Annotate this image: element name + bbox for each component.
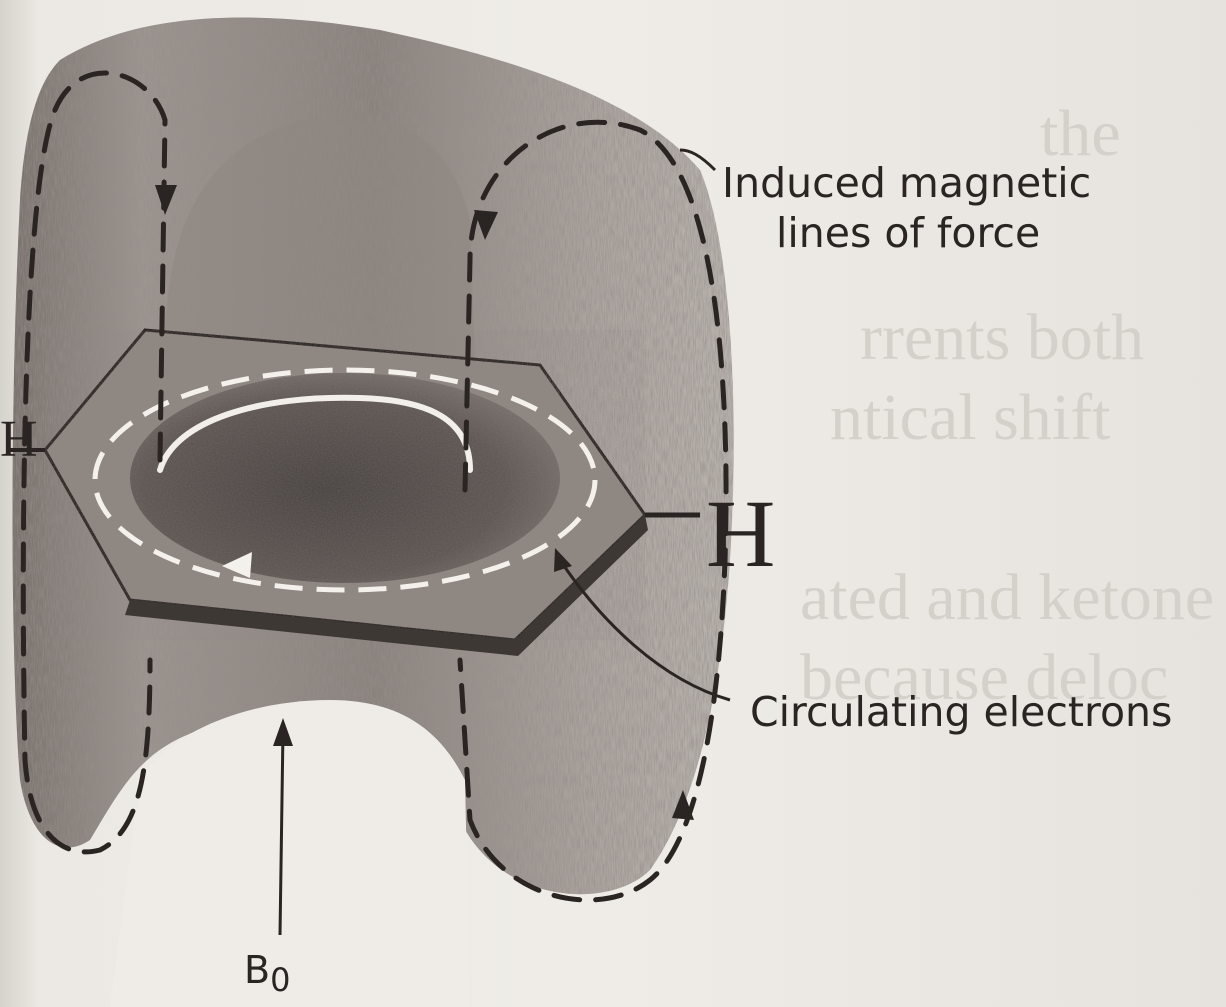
induced-field-label-line2: lines of force <box>722 208 1091 258</box>
hydrogen-right-label: H <box>706 478 775 589</box>
applied-field-subscript: 0 <box>270 961 290 999</box>
applied-field-symbol: B <box>244 948 270 992</box>
induced-field-label-line1: Induced magnetic <box>722 158 1091 208</box>
hydrogen-left-label: H <box>0 410 38 469</box>
induced-field-label: Induced magnetic lines of force <box>722 158 1091 258</box>
circulating-electrons-label: Circulating electrons <box>750 688 1172 736</box>
applied-field-label: B0 <box>244 948 290 999</box>
